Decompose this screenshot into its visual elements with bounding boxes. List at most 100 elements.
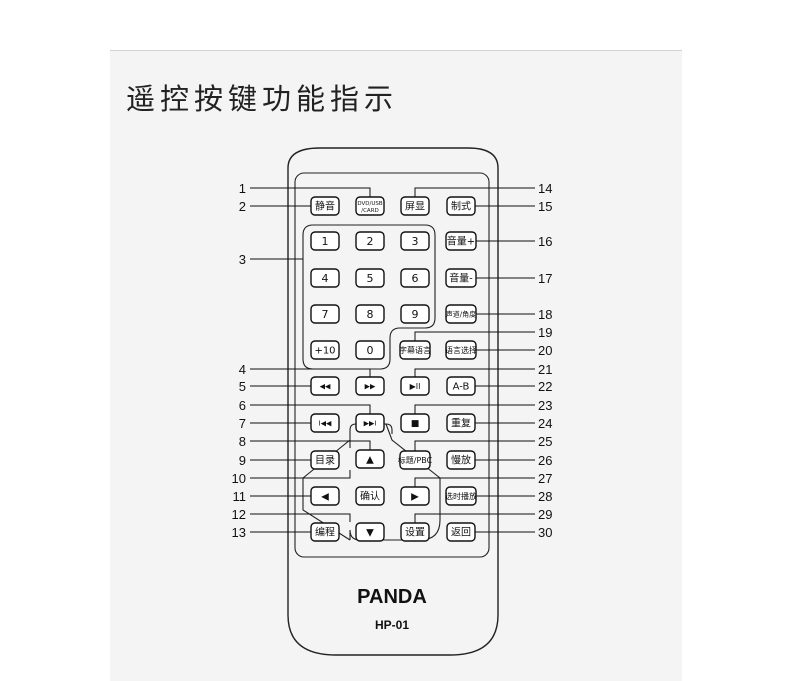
button-label: 编程	[315, 526, 335, 539]
button-slow[interactable]: 慢放	[446, 450, 476, 470]
button-title-pbc[interactable]: 标题/PBC	[398, 450, 433, 470]
page-title: 遥控按键功能指示	[126, 82, 399, 116]
button-label: ▶II	[410, 382, 421, 391]
button-label: 标题/PBC	[398, 455, 433, 465]
button-label: 音量-	[449, 272, 473, 285]
button-label: 语言选择	[445, 345, 477, 355]
button-stop[interactable]: ■	[400, 413, 430, 433]
button-label: I◀◀	[319, 420, 332, 428]
callout-line	[250, 404, 371, 414]
callout-number: 4	[239, 362, 246, 377]
button-label: 9	[412, 308, 419, 321]
button-digit-1[interactable]: 1	[310, 231, 340, 251]
button-panel	[294, 172, 490, 558]
callout-number: 26	[538, 453, 552, 468]
button-lang-select[interactable]: 语言选择	[445, 340, 477, 360]
button-label: 重复	[451, 417, 471, 430]
callout-line	[414, 331, 535, 341]
button-setup[interactable]: 设置	[400, 522, 430, 542]
callout-number: 10	[232, 471, 246, 486]
button-digit-7[interactable]: 7	[310, 304, 340, 324]
button-digit-plus10[interactable]: +10	[310, 340, 340, 360]
callout-line	[250, 513, 351, 522]
button-label: 目录	[315, 455, 335, 467]
top-divider	[110, 50, 682, 51]
callout-number: 8	[239, 434, 246, 449]
callout-line	[250, 187, 371, 197]
button-label: +10	[314, 346, 335, 357]
button-digit-6[interactable]: 6	[400, 268, 430, 288]
button-digit-5[interactable]: 5	[355, 268, 385, 288]
button-menu[interactable]: 目录	[310, 450, 340, 470]
button-program[interactable]: 编程	[310, 522, 340, 542]
callout-number: 11	[233, 489, 247, 504]
button-digit-0[interactable]: 0	[355, 340, 385, 360]
button-label: 8	[367, 308, 374, 321]
button-repeat[interactable]: 重复	[446, 413, 476, 433]
button-digit-2[interactable]: 2	[355, 231, 385, 251]
callout-number: 14	[538, 181, 552, 196]
button-vol-up[interactable]: 音量+	[445, 231, 477, 251]
callout-number: 25	[538, 434, 552, 449]
callout-number: 18	[538, 307, 552, 322]
button-label: ▲	[366, 455, 374, 466]
callout-number: 24	[538, 416, 552, 431]
callout-line	[414, 187, 535, 197]
callout-number: 17	[538, 271, 552, 286]
button-dvd-usb-card[interactable]: DVD/USB/CARD	[355, 196, 385, 216]
callout-number: 30	[538, 525, 552, 540]
button-digit-4[interactable]: 4	[310, 268, 340, 288]
button-vol-down[interactable]: 音量-	[445, 268, 477, 288]
button-label: ▶	[411, 492, 419, 503]
button-label: 选时播放	[445, 491, 477, 501]
button-digit-8[interactable]: 8	[355, 304, 385, 324]
button-ok[interactable]: 确认	[355, 486, 385, 506]
button-return[interactable]: 返回	[446, 522, 476, 542]
button-next[interactable]: ▶▶I	[355, 413, 385, 433]
button-label: 设置	[405, 527, 425, 539]
callout-line	[414, 404, 535, 414]
callout-number: 1	[239, 181, 246, 196]
remote-body	[287, 147, 499, 656]
button-label: ▶▶	[365, 383, 376, 391]
button-ab[interactable]: A-B	[446, 376, 476, 396]
button-subtitle-lang[interactable]: 字幕语言	[399, 340, 431, 360]
button-play-pause[interactable]: ▶II	[400, 376, 430, 396]
callout-number: 7	[239, 416, 246, 431]
button-label: ◀	[321, 492, 329, 503]
callout-number: 20	[538, 343, 552, 358]
callout-number: 16	[538, 234, 552, 249]
button-audio-angle[interactable]: 声道/角度	[445, 304, 477, 324]
callout-line	[414, 440, 535, 451]
button-prev[interactable]: I◀◀	[310, 413, 340, 433]
button-time-play[interactable]: 选时播放	[445, 486, 477, 506]
callout-number: 12	[232, 507, 246, 522]
button-label: 声道/角度	[446, 310, 476, 319]
button-left[interactable]: ◀	[310, 486, 340, 506]
brand-logo: PANDA	[357, 586, 427, 608]
button-up[interactable]: ▲	[355, 449, 385, 469]
callout-number: 9	[239, 453, 246, 468]
button-format[interactable]: 制式	[446, 196, 476, 216]
button-rewind[interactable]: ◀◀	[310, 376, 340, 396]
button-label: 制式	[451, 200, 471, 213]
callout-number: 23	[538, 398, 552, 413]
button-fast-forward[interactable]: ▶▶	[355, 376, 385, 396]
callout-line	[250, 440, 371, 450]
callout-number: 22	[538, 379, 552, 394]
button-right[interactable]: ▶	[400, 486, 430, 506]
button-label: 4	[322, 272, 329, 285]
callout-number: 6	[239, 398, 246, 413]
button-label: 5	[367, 272, 374, 285]
button-label: /CARD	[361, 208, 379, 214]
button-digit-3[interactable]: 3	[400, 231, 430, 251]
button-screen[interactable]: 屏显	[400, 196, 430, 216]
button-down[interactable]: ▼	[355, 522, 385, 542]
keypad-group	[302, 224, 436, 370]
callout-line	[250, 470, 351, 479]
button-label: 慢放	[451, 454, 471, 467]
callout-number: 28	[538, 489, 552, 504]
button-mute[interactable]: 静音	[310, 196, 340, 216]
button-digit-9[interactable]: 9	[400, 304, 430, 324]
